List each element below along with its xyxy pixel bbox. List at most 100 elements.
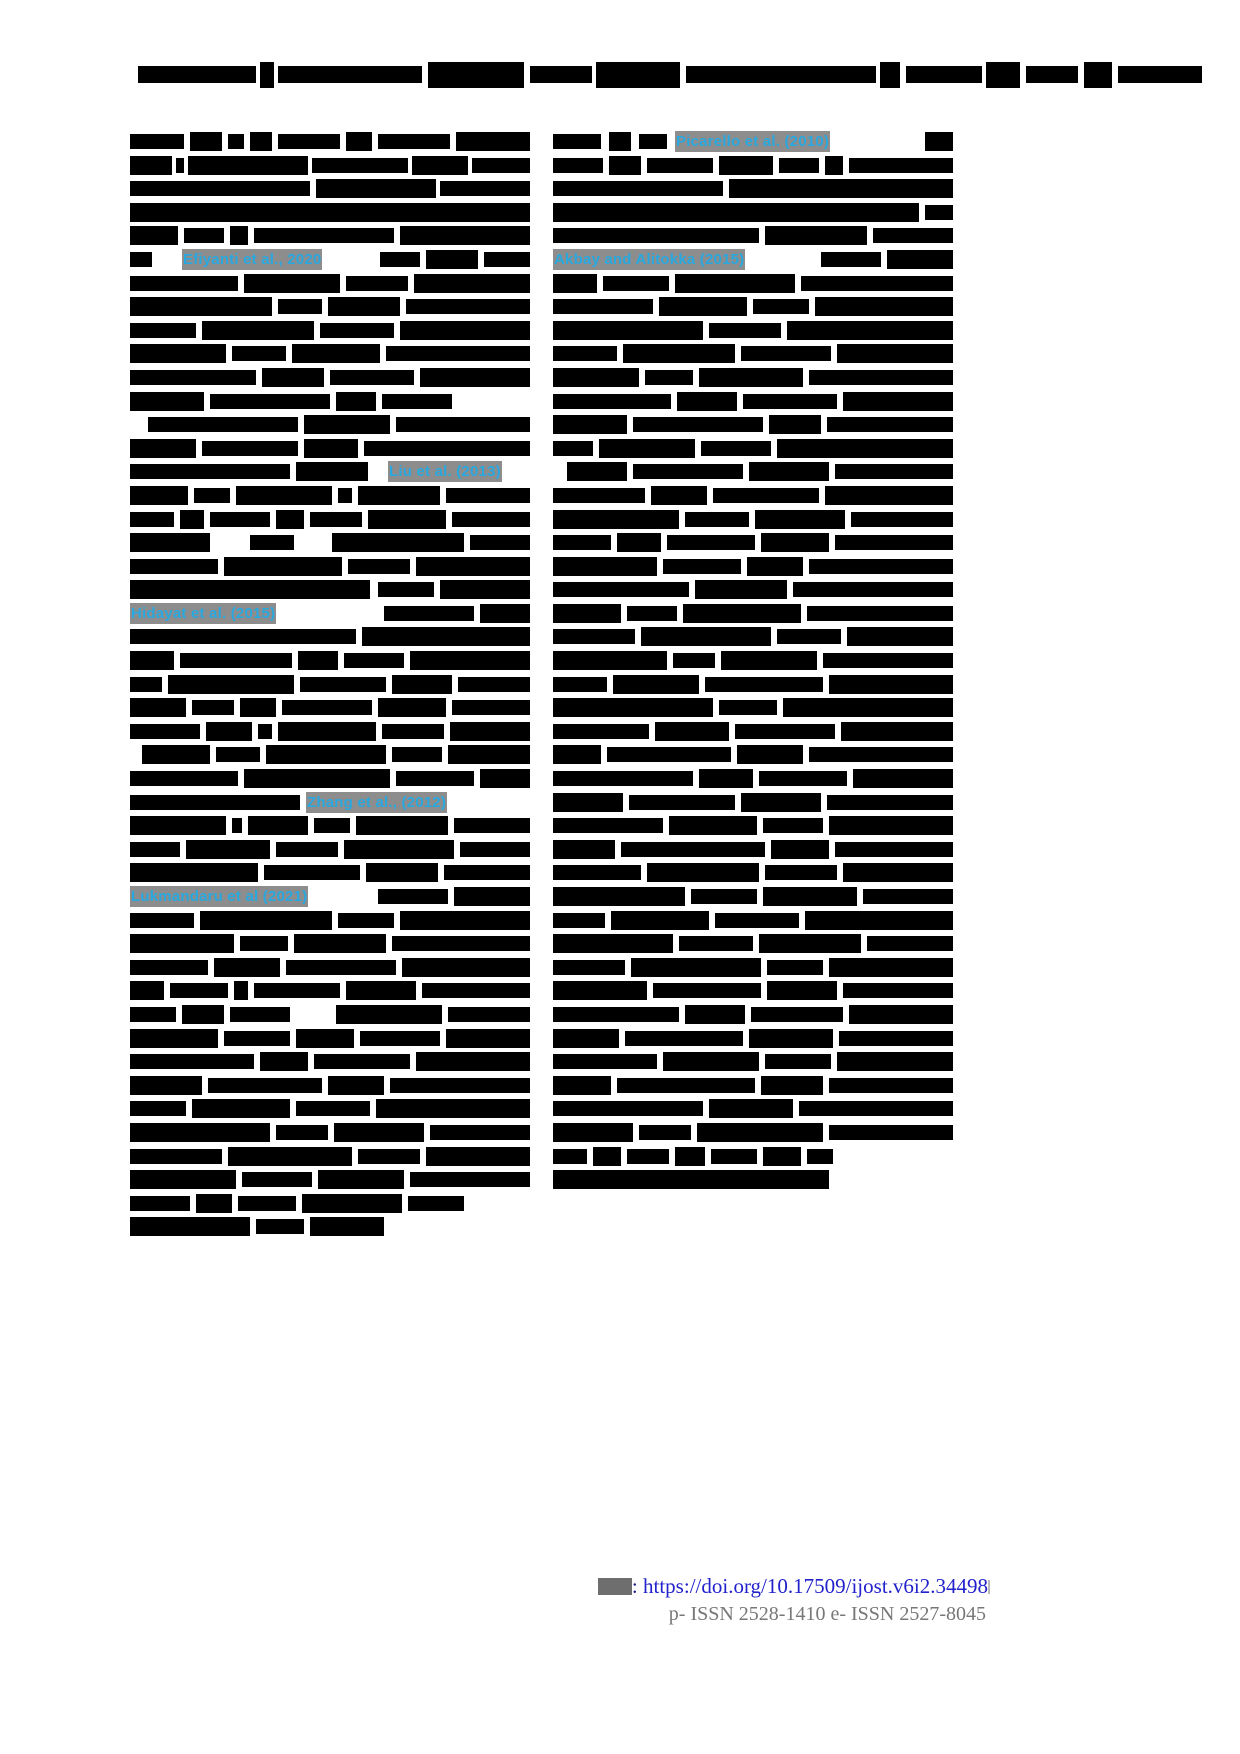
redacted-line [553, 297, 953, 317]
redacted-line [130, 367, 530, 387]
redacted-line [553, 226, 953, 246]
redacted-line [553, 674, 953, 694]
redacted-line [130, 674, 530, 694]
redacted-line [553, 745, 953, 765]
redacted-line [130, 863, 530, 883]
body-column-right: Picarello et al. (2010) Akbay and Alitok… [553, 131, 953, 1194]
redacted-line [130, 745, 530, 765]
redacted-line [130, 839, 530, 859]
redacted-line [553, 651, 953, 671]
redacted-line [553, 863, 953, 883]
redacted-line-with-citation: Picarello et al. (2010) [553, 131, 953, 152]
redacted-line [130, 721, 530, 741]
redacted-line [553, 769, 953, 789]
redacted-line [130, 651, 530, 671]
redacted-line-with-citation: Liu et al. (2013) [130, 461, 530, 483]
redacted-line [553, 698, 953, 718]
redacted-line [553, 792, 953, 812]
redacted-line [130, 273, 530, 293]
redacted-line [130, 485, 530, 505]
redacted-line [130, 179, 530, 199]
citation-akbay[interactable]: Akbay and Alitokka (2015) [553, 248, 746, 270]
redacted-line [130, 202, 530, 222]
citation-hidayat[interactable]: Hidayat et al. (2015) [130, 602, 277, 624]
redacted-line [553, 1122, 953, 1142]
redacted-line [553, 1052, 953, 1072]
redacted-line [130, 1122, 530, 1142]
redacted-line [553, 509, 953, 529]
redacted-line-with-citation: Efiyanti et al., 2020 [130, 248, 530, 270]
redacted-line [553, 580, 953, 600]
redacted-line [553, 934, 953, 954]
citation-zhang[interactable]: Zhang et al., (2012) [306, 791, 448, 813]
citation-liu[interactable]: Liu et al. (2013) [388, 461, 502, 483]
redacted-line [130, 816, 530, 836]
issn-line: p- ISSN 2528-1410 e- ISSN 2527-8045 [668, 1603, 986, 1625]
redacted-line [553, 438, 953, 458]
redacted-line [130, 556, 530, 576]
redacted-line [553, 202, 953, 222]
redacted-line [130, 627, 530, 647]
redacted-line-with-citation: Hidayat et al. (2015) [130, 602, 530, 624]
redacted-line [130, 132, 530, 151]
redacted-line [553, 603, 953, 623]
body-column-left: Efiyanti et al., 2020 Liu et al. (2013) … [130, 132, 530, 1241]
page-footer: : https://doi.org/10.17509/ijost.v6i2.34… [560, 1572, 990, 1627]
redacted-line-with-citation: Lukmandaru et al (2021) [130, 886, 530, 907]
redacted-line [130, 1217, 530, 1237]
redacted-line [130, 1028, 530, 1048]
redacted-line [553, 1028, 953, 1048]
citation-picarello[interactable]: Picarello et al. (2010) [675, 131, 831, 152]
redacted-line [130, 1146, 530, 1166]
redacted-line [130, 415, 530, 435]
doi-colon: : [631, 1574, 638, 1598]
redacted-line [130, 957, 530, 977]
redacted-line [130, 1075, 530, 1095]
redacted-line [553, 1170, 953, 1190]
redacted-line [553, 1099, 953, 1119]
running-head [138, 62, 1202, 92]
redacted-line [130, 1099, 530, 1119]
redacted-line [553, 839, 953, 859]
citation-lukmandaru[interactable]: Lukmandaru et al (2021) [130, 886, 309, 907]
redacted-line [553, 344, 953, 364]
redacted-line [130, 391, 530, 411]
redacted-line [553, 1146, 953, 1166]
redacted-line [130, 226, 530, 246]
citation-efiyanti[interactable]: Efiyanti et al., 2020 [182, 248, 323, 270]
redacted-line [553, 957, 953, 977]
redacted-line [130, 698, 530, 718]
redacted-line [553, 816, 953, 836]
redacted-line [130, 155, 530, 175]
redacted-line [553, 462, 953, 482]
redacted-line-with-citation: Zhang et al., (2012) [130, 791, 530, 813]
redacted-line [553, 1004, 953, 1024]
redacted-line [553, 627, 953, 647]
redacted-line [130, 509, 530, 529]
redacted-line [553, 179, 953, 199]
redacted-line [553, 981, 953, 1001]
redacted-line [553, 556, 953, 576]
redacted-line [130, 438, 530, 458]
redacted-line-with-citation: Akbay and Alitokka (2015) [553, 248, 953, 270]
redacted-line [130, 344, 530, 364]
page-edge-tick [988, 1580, 990, 1594]
doi-link[interactable]: https://doi.org/10.17509/ijost.v6i2.3449… [643, 1574, 988, 1598]
redacted-line [130, 320, 530, 340]
redacted-line [553, 910, 953, 930]
redacted-line [553, 273, 953, 293]
redacted-line [130, 769, 530, 789]
redacted-line [130, 580, 530, 600]
redacted-line [553, 1075, 953, 1095]
redacted-line [553, 367, 953, 387]
redacted-line [553, 320, 953, 340]
redacted-line [130, 533, 530, 553]
redacted-line [553, 485, 953, 505]
redacted-line [130, 1004, 530, 1024]
redacted-line [130, 910, 530, 930]
redacted-line [130, 934, 530, 954]
redacted-line [130, 981, 530, 1001]
doi-line: : https://doi.org/10.17509/ijost.v6i2.34… [560, 1572, 990, 1600]
redacted-line [130, 1170, 530, 1190]
